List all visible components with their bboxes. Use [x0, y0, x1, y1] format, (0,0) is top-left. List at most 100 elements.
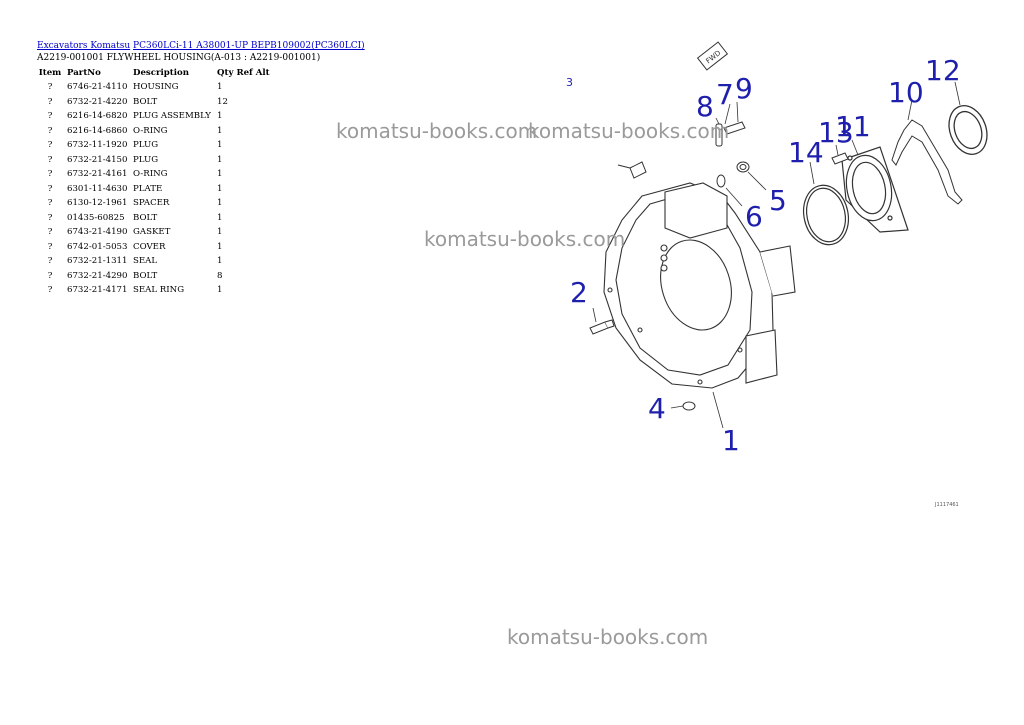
cell-qty: 1 — [217, 125, 223, 136]
page-title: A2219-001001 FLYWHEEL HOUSING(A-013 : A2… — [37, 53, 321, 63]
seal-ring-part — [802, 184, 850, 246]
callout-12: 12 — [925, 54, 961, 87]
table-row: ? 6732-21-4290 BOLT 8 — [37, 269, 274, 284]
cell-partno: 6216-14-6860 — [67, 125, 128, 136]
cell-partno: 6732-21-4150 — [67, 154, 128, 165]
seal-part — [948, 105, 988, 155]
cell-description: SEAL — [133, 256, 158, 267]
table-row: ? 6732-21-4220 BOLT 12 — [37, 95, 274, 110]
cell-partno: 6130-12-1961 — [67, 198, 128, 209]
cell-item: ? — [47, 169, 53, 180]
cell-qty: 1 — [217, 256, 223, 267]
cell-qty: 1 — [217, 241, 223, 252]
bolt-part — [589, 319, 615, 335]
callout-6: 6 — [745, 200, 763, 233]
callout-13: 13 — [818, 116, 854, 149]
leader-lines — [592, 81, 961, 429]
cell-item: ? — [47, 96, 53, 107]
column-header-partno: PartNo — [67, 68, 101, 78]
plug-part-5 — [736, 161, 750, 173]
cell-partno: 6732-21-4161 — [67, 169, 128, 180]
cell-partno: 01435-60825 — [67, 212, 125, 223]
cell-description: GASKET — [133, 227, 171, 238]
cell-partno: 6216-14-6820 — [67, 111, 128, 122]
cell-partno: 6732-21-4220 — [67, 96, 128, 107]
watermark: komatsu-books.com — [336, 119, 538, 143]
cell-item: ? — [47, 285, 53, 296]
watermark: komatsu-books.com — [507, 625, 709, 649]
callout-5: 5 — [769, 184, 787, 217]
cell-qty: 1 — [217, 154, 223, 165]
table-header-row: Item PartNo Description Qty Ref Alt — [37, 66, 274, 80]
table-row: ? 6743-21-4190 GASKET 1 — [37, 225, 274, 240]
cell-item: ? — [47, 256, 53, 267]
breadcrumb-link-model[interactable]: PC360LCi-11 A38001-UP BEPB109002(PC360LC… — [133, 41, 365, 51]
cell-description: SEAL RING — [133, 285, 185, 296]
table-row: ? 6130-12-1961 SPACER 1 — [37, 196, 274, 211]
cell-item: ? — [47, 241, 53, 252]
breadcrumb-link-category[interactable]: Excavators Komatsu — [37, 41, 131, 51]
cell-qty: 1 — [217, 285, 223, 296]
housing-part — [603, 182, 796, 389]
cell-description: PLATE — [133, 183, 163, 194]
cell-description: O-RING — [133, 169, 168, 180]
cell-item: ? — [47, 270, 53, 281]
o-ring-part — [716, 174, 726, 188]
table-row: ? 6216-14-6860 O-RING 1 — [37, 124, 274, 139]
cell-partno: 6732-21-1311 — [67, 256, 128, 267]
table-row: ? 6732-21-1311 SEAL 1 — [37, 254, 274, 269]
column-header-description: Description — [133, 68, 190, 78]
cell-description: BOLT — [133, 212, 158, 223]
table-row: ? 6732-21-4161 O-RING 1 — [37, 167, 274, 182]
cell-qty: 1 — [217, 227, 223, 238]
cell-description: COVER — [133, 241, 166, 252]
callout-2: 2 — [570, 276, 588, 309]
cell-qty: 1 — [217, 82, 223, 93]
callout-14: 14 — [788, 136, 824, 169]
callout-1: 1 — [722, 424, 740, 457]
callout-7: 7 — [716, 78, 734, 111]
cell-partno: 6732-11-1920 — [67, 140, 128, 151]
cover-part — [841, 146, 909, 233]
cell-qty: 1 — [217, 212, 223, 223]
plug-part — [682, 401, 696, 411]
cell-item: ? — [47, 82, 53, 93]
column-header-item: Item — [38, 68, 62, 78]
plug-part-small — [617, 161, 647, 179]
column-header-qty: Qty Ref Alt — [217, 68, 270, 78]
bolt-part-13 — [831, 152, 849, 165]
gasket-part — [891, 119, 963, 205]
cell-qty: 1 — [217, 198, 223, 209]
table-row: ? 01435-60825 BOLT 1 — [37, 211, 274, 226]
callout-4: 4 — [648, 392, 666, 425]
callout-11: 11 — [835, 110, 871, 143]
cell-item: ? — [47, 111, 53, 122]
cell-qty: 1 — [217, 111, 223, 122]
cell-qty: 1 — [217, 140, 223, 151]
cell-partno: 6732-21-4290 — [67, 270, 128, 281]
cell-description: PLUG — [133, 154, 159, 165]
cell-partno: 6743-21-4190 — [67, 227, 128, 238]
cell-description: BOLT — [133, 270, 158, 281]
cell-item: ? — [47, 227, 53, 238]
table-row: ? 6301-11-4630 PLATE 1 — [37, 182, 274, 197]
cell-partno: 6301-11-4630 — [67, 183, 128, 194]
cell-description: HOUSING — [133, 82, 179, 93]
cell-qty: 1 — [217, 183, 223, 194]
cell-description: PLUG — [133, 140, 159, 151]
cell-partno: 6746-21-4110 — [67, 82, 128, 93]
callout-8: 8 — [696, 90, 714, 123]
cell-item: ? — [47, 198, 53, 209]
cell-qty: 1 — [217, 169, 223, 180]
table-row: ? 6216-14-6820 PLUG ASSEMBLY 1 — [37, 109, 274, 124]
table-row: ? 6746-21-4110 HOUSING 1 — [37, 80, 274, 95]
callout-10: 10 — [888, 76, 924, 109]
cell-qty: 8 — [217, 270, 223, 281]
cell-item: ? — [47, 212, 53, 223]
cell-qty: 12 — [217, 96, 228, 107]
table-row: ? 6742-01-5053 COVER 1 — [37, 240, 274, 255]
table-row: ? 6732-21-4171 SEAL RING 1 — [37, 283, 274, 298]
cell-partno: 6732-21-4171 — [67, 285, 128, 296]
plug-assembly-part — [715, 121, 746, 147]
cell-description: PLUG ASSEMBLY — [133, 111, 211, 122]
